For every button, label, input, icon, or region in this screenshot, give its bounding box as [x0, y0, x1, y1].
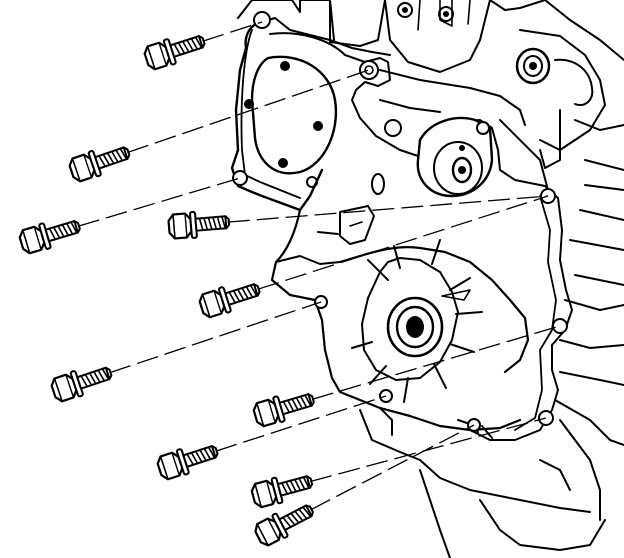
- alignment-lines: [77, 21, 561, 511]
- idler-pulley-boss: [416, 116, 494, 198]
- alignment-line: [127, 69, 370, 154]
- bolt: [143, 35, 206, 71]
- alignment-line: [310, 424, 475, 511]
- bolt: [198, 283, 261, 319]
- alignment-line: [310, 417, 547, 483]
- bolt: [18, 220, 81, 255]
- front-cover-gasket: [230, 17, 573, 441]
- bolt: [167, 210, 231, 240]
- crankshaft-seal: [351, 239, 483, 403]
- alignment-line: [109, 301, 322, 374]
- bolt-group: [18, 35, 315, 547]
- alignment-line: [215, 395, 387, 452]
- water-pump-housing: [232, 11, 379, 188]
- bolt: [254, 504, 314, 547]
- bolt: [250, 475, 314, 509]
- alignment-line: [257, 195, 549, 290]
- alignment-line: [202, 21, 263, 42]
- engine-block: [237, 0, 624, 446]
- alignment-line: [227, 195, 549, 223]
- bolt: [252, 393, 315, 428]
- oil-pan-rail: [358, 398, 606, 558]
- bolt: [68, 146, 131, 183]
- alignment-line: [311, 325, 561, 401]
- bolt: [156, 445, 219, 481]
- front-cover-body: [270, 173, 530, 402]
- bolt: [50, 366, 113, 403]
